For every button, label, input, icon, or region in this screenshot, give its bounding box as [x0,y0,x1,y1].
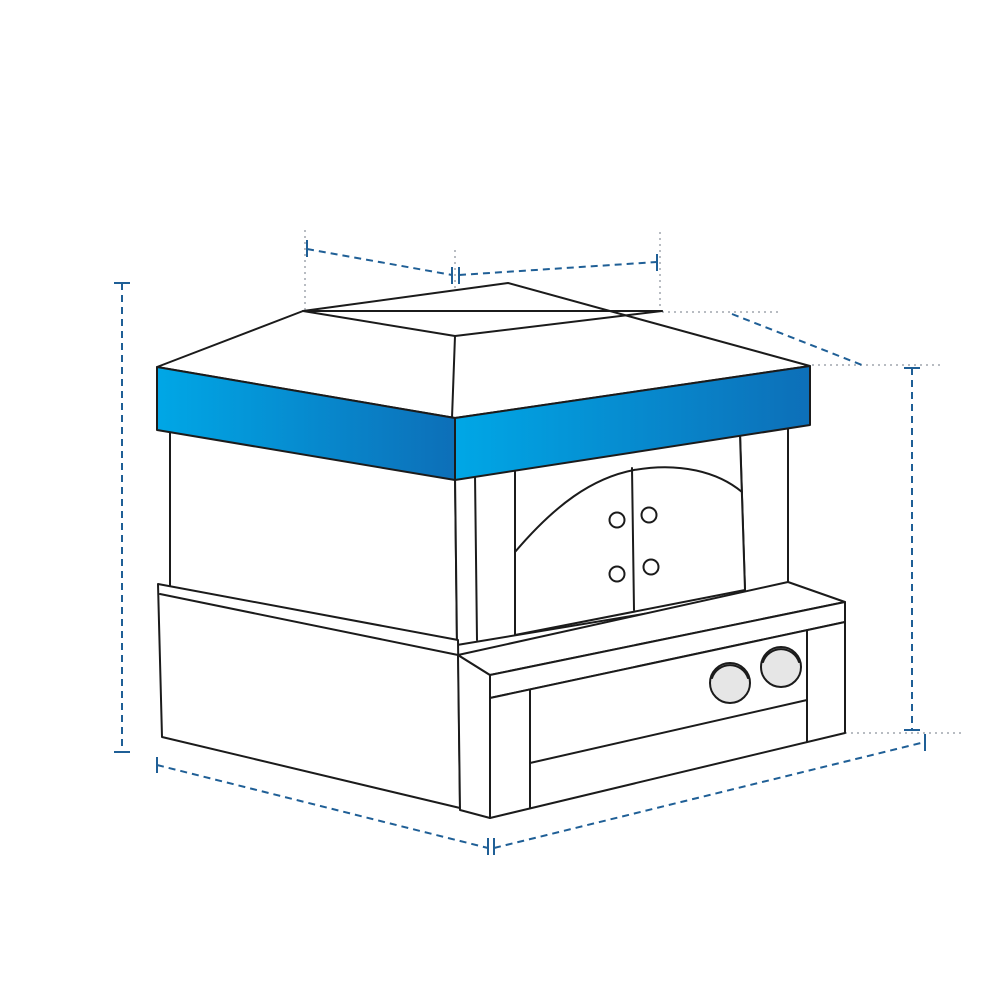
roof-ridge-right [454,310,663,337]
control-knob-icon [709,662,751,704]
door-handle-icon [608,511,626,529]
oven-door-split [631,467,635,611]
pizza-oven-illustration [156,282,846,819]
roof-band-front [454,365,811,481]
base-front-panel [489,621,846,819]
base-drawer-line [529,699,808,764]
roof-ridge-left [302,310,456,337]
front-pillar-left-edge [474,474,478,641]
door-handle-icon [642,558,660,576]
dimension-top-left-segment [306,248,453,276]
oven-door-arch [514,466,743,553]
roof-ridge-front [451,335,456,419]
door-handle-icon [608,565,626,583]
dimension-top-right-segment [458,261,658,276]
control-knob-icon [760,646,802,688]
dimension-bottom-right-depth [493,741,926,849]
base-corner-post [457,654,491,819]
dimension-lines [114,240,926,855]
door-handle-icon [640,506,658,524]
dimension-bottom-left-width [156,764,489,849]
base-left-trim [159,593,459,656]
